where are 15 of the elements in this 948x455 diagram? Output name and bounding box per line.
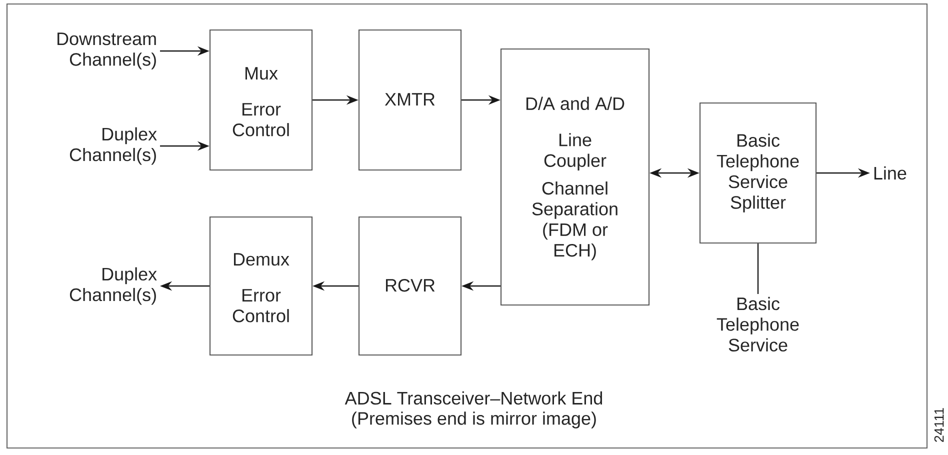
output-label: Duplex Channel(s)	[70, 267, 157, 305]
process-box: Mux Error Control	[209, 29, 313, 171]
input-label: Duplex Channel(s)	[70, 127, 157, 165]
caption-text: (Premises end is mirror image)	[352, 412, 596, 428]
process-box: RCVR	[358, 216, 462, 356]
service-label: Basic Telephone Service	[716, 296, 799, 352]
caption-text: ADSL Transceiver–Network End	[344, 391, 602, 405]
splitter-box: Basic Telephone Service Splitter	[699, 102, 817, 244]
connector-line	[757, 244, 759, 294]
output-label: Line	[874, 166, 906, 180]
figure-number: 24111	[934, 408, 944, 442]
input-label: Downstream Channel(s)	[58, 32, 156, 70]
process-box: D/A and A/D Line Coupler Channel Separation (FDM or ECH)	[500, 48, 650, 306]
process-box: Demux Error Control	[209, 216, 313, 356]
process-box: XMTR	[358, 29, 462, 171]
